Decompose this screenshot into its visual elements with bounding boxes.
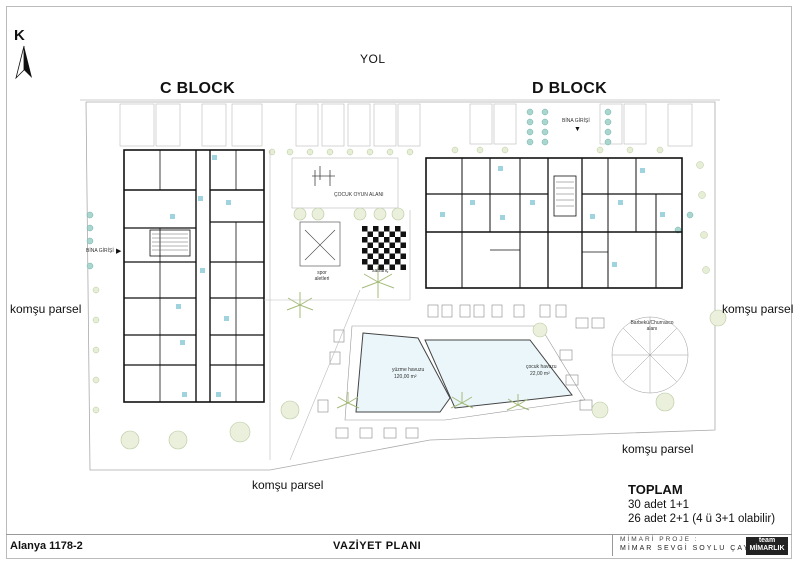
c-block-building	[123, 149, 265, 403]
credit-line-1: MİMARİ PROJE :	[620, 536, 699, 543]
d-block-fixtures	[440, 166, 665, 267]
d-block-building	[425, 157, 683, 289]
chess-square	[367, 253, 373, 259]
chess-board	[362, 226, 406, 270]
credit-box	[612, 535, 743, 556]
bottom-parcel-label: komşu parsel	[252, 478, 324, 492]
chess-square	[362, 226, 368, 232]
firm-logo: team MİMARLIK	[746, 537, 788, 555]
play-equipment	[312, 166, 335, 186]
chess-square	[395, 226, 401, 232]
c-block-title: C BLOCK	[160, 80, 235, 97]
entry-arrow-icon: ▶	[116, 248, 122, 255]
chess-square	[378, 242, 384, 248]
chess-square	[389, 264, 395, 270]
totals-box: TOPLAM 30 adet 1+1 26 adet 2+1 (4 ü 3+1 …	[628, 482, 776, 527]
middle-parcel-label: komşu parsel	[622, 442, 694, 456]
kids-pool	[424, 339, 573, 409]
chess-square	[367, 242, 373, 248]
entry-shrubs	[86, 108, 694, 270]
c-entry-label: BİNA GİRİŞİ	[86, 248, 114, 254]
chess-square	[373, 259, 379, 265]
kids-pool-label: çocuk havuzu	[526, 364, 557, 370]
chess-square	[373, 248, 379, 254]
logo-line-1: team	[758, 537, 776, 544]
d-block-entry: BİNA GİRİŞİ ▼	[562, 118, 590, 133]
hedge-row	[92, 146, 710, 414]
chess-square	[395, 259, 401, 265]
chess-square	[362, 237, 368, 243]
chess-square	[384, 259, 390, 265]
logo-line-2: MİMARLIK	[749, 545, 785, 552]
chess-square	[362, 248, 368, 254]
right-parcel-label: komşu parsel	[722, 302, 794, 316]
site-paths	[264, 150, 411, 461]
parking-stalls	[119, 103, 693, 147]
credit-line-2: MİMAR SEVGİ SOYLU ÇAYLAK	[620, 545, 770, 552]
palm-trees	[286, 266, 530, 411]
chess-square	[400, 253, 406, 259]
trees	[120, 207, 727, 450]
chess-square	[400, 231, 406, 237]
left-parcel-label: komşu parsel	[10, 302, 82, 316]
chess-square	[367, 231, 373, 237]
main-pool-label: yüzme havuzu	[392, 367, 425, 373]
chess-square	[384, 226, 390, 232]
chess-square	[384, 237, 390, 243]
site-boundary	[85, 101, 716, 471]
totals-line-2: 26 adet 2+1 (4 ü 3+1 olabilir)	[628, 513, 776, 525]
chess-square	[389, 253, 395, 259]
playground-label: ÇOCUK OYUN ALANI	[334, 192, 384, 198]
chess-square	[395, 237, 401, 243]
title-strip	[6, 534, 792, 558]
totals-title: TOPLAM	[628, 482, 683, 497]
barbecue-gazebo	[611, 316, 689, 394]
road-label: YOL	[360, 52, 386, 66]
chess-square	[400, 242, 406, 248]
chess-label: satranç	[372, 268, 389, 274]
north-arrow	[15, 45, 32, 80]
chess-square	[400, 264, 406, 270]
d-entry-label: BİNA GİRİŞİ	[562, 118, 590, 124]
c-block-entry: BİNA GİRİŞİ ▶	[86, 248, 121, 255]
project-code: Alanya 1178-2	[10, 540, 83, 552]
barbecue-label: Barbekü/Churrasco alanı	[630, 320, 674, 332]
entry-arrow-icon: ▼	[574, 126, 581, 133]
playground-area	[291, 157, 399, 209]
chess-square	[384, 248, 390, 254]
chess-square	[395, 248, 401, 254]
main-pool	[355, 332, 451, 413]
chess-square	[367, 264, 373, 270]
sport-label: spor aletleri	[314, 270, 330, 282]
drawing-frame	[6, 6, 792, 559]
chess-square	[389, 231, 395, 237]
main-pool-area: 120,00 m²	[394, 374, 417, 380]
d-block-title: D BLOCK	[532, 80, 607, 97]
chess-square	[373, 237, 379, 243]
c-block-fixtures	[170, 155, 231, 397]
sport-equipment	[299, 221, 341, 267]
totals-line-1: 30 adet 1+1	[628, 498, 690, 511]
north-letter: K	[14, 27, 25, 44]
chess-square	[362, 259, 368, 265]
chess-square	[378, 264, 384, 270]
chess-square	[389, 242, 395, 248]
terrace-loungers	[317, 304, 605, 439]
kids-pool-area: 22,00 m²	[530, 371, 550, 377]
plan-title: VAZİYET PLANI	[333, 540, 422, 552]
chess-square	[373, 226, 379, 232]
chess-square	[378, 253, 384, 259]
chess-square	[378, 231, 384, 237]
